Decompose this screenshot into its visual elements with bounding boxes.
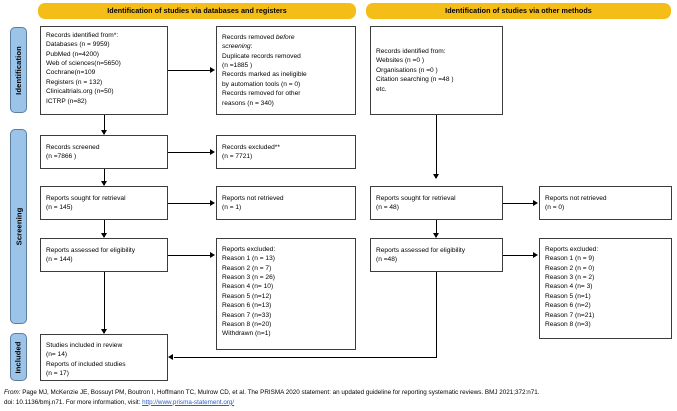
box-records-removed-before-screening: Records removed before screening: Duplic…: [216, 26, 356, 115]
arrowhead-assessed-to-included: [100, 329, 107, 334]
footer-doi-text: doi: 10.1136/bmj.n71. For more informati…: [4, 398, 143, 406]
box-other-reports-excluded: Reports excluded: Reason 1 (n = 9) Reaso…: [539, 238, 672, 339]
connector-sought-to-assessed: [104, 220, 105, 237]
footer-citation: From: Page MJ, McKenzie JE, Bossuyt PM, …: [4, 388, 674, 408]
box-reports-not-retrieved: Reports not retrieved (n = 1): [216, 186, 356, 220]
connector-assessed-to-included: [104, 272, 105, 333]
connector-screened-to-sought: [104, 169, 105, 185]
phase-tab-included: Included: [10, 333, 27, 381]
box-other-records-identified: Records identified from: Websites (n =0 …: [370, 26, 503, 115]
connector-other-sought-to-assessed: [436, 220, 437, 237]
arrowhead-sought-to-assessed: [100, 233, 107, 238]
box-reports-excluded: Reports excluded: Reason 1 (n = 13) Reas…: [216, 238, 356, 350]
connector-identified-to-removed: [168, 70, 211, 71]
connector-other-identified-to-sought: [436, 115, 437, 178]
box-other-reports-assessed-for-eligibility: Reports assessed for eligibility (n =48): [370, 238, 503, 272]
records-removed-rest: : Duplicate records removed (n =1885 ) R…: [222, 43, 307, 107]
arrowhead-screened-to-sought: [100, 181, 107, 186]
phase-tab-screening: Screening: [10, 129, 27, 324]
connector-other-sought-to-not-retrieved: [503, 203, 534, 204]
phase-tab-screening-label: Screening: [14, 207, 23, 246]
box-records-screened: Records screened (n =7866 ): [40, 135, 168, 169]
connector-other-assessed-to-excluded: [503, 255, 534, 256]
connector-other-assessed-to-included: [174, 357, 437, 358]
connector-screened-to-excluded: [168, 152, 211, 153]
connector-assessed-to-excluded: [168, 255, 211, 256]
arrowhead-other-sought-to-assessed: [432, 233, 439, 238]
arrowhead-assessed-to-excluded: [210, 252, 215, 258]
arrowhead-other-identified-to-sought: [432, 174, 439, 179]
connector-sought-to-not-retrieved: [168, 203, 211, 204]
box-records-identified: Records identified from*: Databases (n =…: [40, 26, 168, 115]
arrowhead-other-assessed-to-included: [168, 354, 173, 360]
phase-tab-identification: Identification: [10, 27, 27, 113]
phase-tab-included-label: Included: [14, 340, 23, 374]
arrowhead-identified-to-removed: [210, 67, 215, 73]
arrowhead-other-assessed-to-excluded: [533, 252, 538, 258]
footer-citation-text: Page MJ, McKenzie JE, Bossuyt PM, Boutro…: [20, 389, 540, 396]
box-studies-included-in-review: Studies included in review (n= 14) Repor…: [40, 334, 168, 381]
box-records-excluded: Records excluded** (n = 7721): [216, 135, 356, 169]
connector-identified-to-screened: [104, 115, 105, 134]
records-removed-line1: Records removed: [222, 34, 276, 41]
arrowhead-other-sought-to-not-retrieved: [533, 200, 538, 206]
records-removed-italic-screening: screening: [222, 43, 251, 51]
banner-databases-registers: Identification of studies via databases …: [38, 3, 356, 19]
records-removed-italic-before: before: [275, 34, 295, 41]
banner-other-methods: Identification of studies via other meth…: [366, 3, 671, 19]
footer-from-label: From:: [4, 389, 21, 396]
box-other-reports-not-retrieved: Reports not retrieved (n = 0): [539, 186, 672, 220]
box-other-reports-sought-for-retrieval: Reports sought for retrieval (n = 48): [370, 186, 503, 220]
box-reports-sought-for-retrieval: Reports sought for retrieval (n = 145): [40, 186, 168, 220]
phase-tab-identification-label: Identification: [14, 45, 23, 95]
arrowhead-screened-to-excluded: [210, 149, 215, 155]
arrowhead-sought-to-not-retrieved: [210, 200, 215, 206]
connector-other-assessed-down: [436, 272, 437, 357]
arrowhead-identified-to-screened: [100, 130, 107, 135]
box-reports-assessed-for-eligibility: Reports assessed for eligibility (n = 14…: [40, 238, 168, 272]
prisma-statement-link[interactable]: http://www.prisma-statement.org/: [142, 398, 235, 406]
footer-doi-line: doi: 10.1136/bmj.n71. For more informati…: [4, 398, 674, 408]
